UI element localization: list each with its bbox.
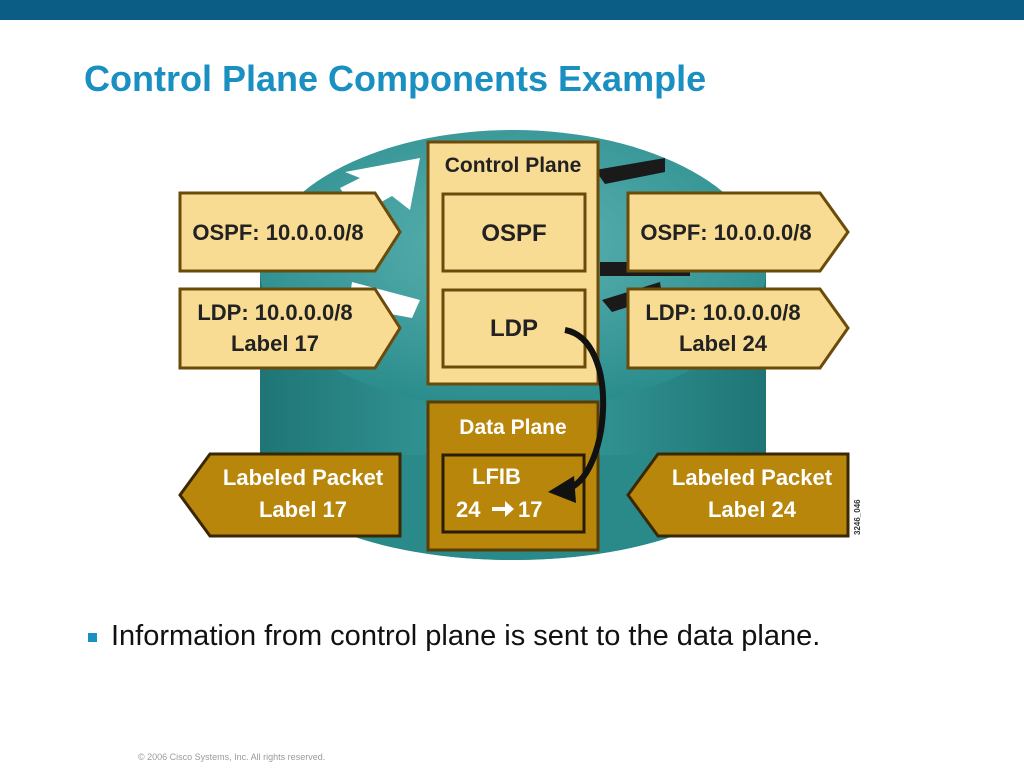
mpls-diagram: Control Plane OSPF LDP Data Plane LFIB 2… <box>178 130 862 560</box>
slide-title: Control Plane Components Example <box>84 58 707 99</box>
right-packet-line1: Labeled Packet <box>672 465 833 490</box>
left-ldp-advert <box>178 287 402 370</box>
lfib-title: LFIB <box>472 464 521 489</box>
left-ldp-advert-line1: LDP: 10.0.0.0/8 <box>197 300 352 325</box>
left-ospf-advert <box>178 191 402 273</box>
ospf-process-label: OSPF <box>481 220 546 247</box>
right-ldp-advert-line2: Label 24 <box>679 331 768 356</box>
bullet-text: Information from control plane is sent t… <box>111 620 821 652</box>
ldp-process-label: LDP <box>490 315 538 342</box>
ospf-process-box <box>441 192 587 273</box>
right-ospf-advert-label: OSPF: 10.0.0.0/8 <box>640 220 811 245</box>
arrow-right-icon <box>492 501 514 517</box>
ldp-process-box <box>441 288 587 369</box>
copyright-footer: © 2006 Cisco Systems, Inc. All rights re… <box>138 752 326 762</box>
bullet-square-icon <box>88 633 97 642</box>
right-packet-line2: Label 24 <box>708 497 797 522</box>
bullet-item: Information from control plane is sent t… <box>88 620 820 653</box>
top-bar <box>0 0 1024 20</box>
lfib-out-label: 17 <box>518 497 542 522</box>
right-labeled-packet <box>626 452 850 538</box>
right-ospf-advert <box>626 191 850 273</box>
control-plane-label: Control Plane <box>445 154 582 177</box>
left-packet-line1: Labeled Packet <box>223 465 384 490</box>
lfib-in-label: 24 <box>456 497 481 522</box>
figure-code: 3246_046 <box>853 499 862 535</box>
data-plane-label: Data Plane <box>459 416 566 439</box>
right-ldp-advert-line1: LDP: 10.0.0.0/8 <box>645 300 800 325</box>
left-labeled-packet <box>178 452 402 538</box>
left-ldp-advert-line2: Label 17 <box>231 331 319 356</box>
left-packet-line2: Label 17 <box>259 497 347 522</box>
left-ospf-advert-label: OSPF: 10.0.0.0/8 <box>192 220 363 245</box>
ldp-to-lfib-arrow-icon <box>548 327 607 503</box>
right-ldp-advert <box>626 287 850 370</box>
